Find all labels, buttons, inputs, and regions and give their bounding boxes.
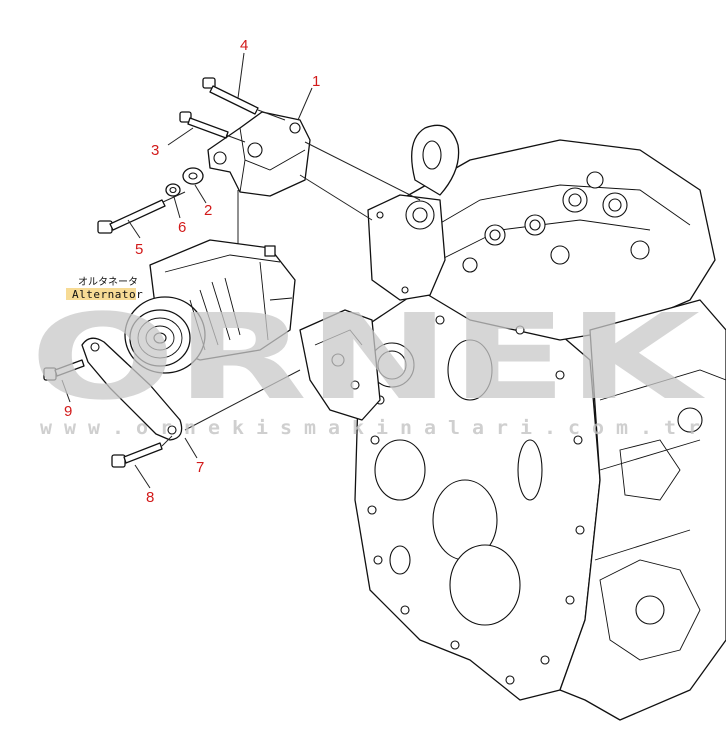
- alternator-label-highlight: [66, 288, 136, 300]
- bolt-part-9: [43, 359, 85, 381]
- bolt-part-4: [202, 77, 286, 121]
- callout-8: 8: [146, 489, 154, 506]
- bolt-part-5: [97, 191, 186, 234]
- watermark: ORNEK w w w . o r n e k i s m a k i n a …: [30, 288, 707, 439]
- bolt-part-3: [179, 111, 246, 143]
- thermostat-housing: [367, 194, 446, 301]
- front-plate-holes: [367, 315, 585, 685]
- alternator-label-english: Alternator: [72, 288, 143, 301]
- head-bosses: [462, 171, 650, 273]
- watermark-logo: ORNEK: [30, 288, 707, 426]
- callout-2: 2: [204, 202, 212, 219]
- adjusting-strap-part-7: [81, 337, 183, 441]
- callout-9: 9: [64, 403, 72, 420]
- alternator-label: オルタネータ Alternator: [66, 276, 143, 301]
- callout-3: 3: [151, 142, 159, 159]
- callout-5: 5: [135, 241, 143, 258]
- callouts: 1 2 3 4 5 6 7 8 9: [64, 37, 320, 506]
- callout-1: 1: [312, 73, 320, 90]
- bolt-part-8: [111, 435, 173, 468]
- alternator-label-japanese: オルタネータ: [78, 276, 138, 288]
- engine-block: [354, 124, 726, 721]
- watermark-url: w w w . o r n e k i s m a k i n a l a r …: [40, 417, 700, 439]
- mounting-bracket-part-1: [207, 111, 421, 245]
- alternator: [124, 239, 296, 374]
- callout-6: 6: [178, 219, 186, 236]
- bushing-part-2: [182, 167, 204, 185]
- callout-leaders: [61, 52, 313, 489]
- lifting-eye: [411, 124, 460, 196]
- callout-4: 4: [240, 37, 248, 54]
- front-support-bracket: [184, 309, 381, 431]
- callout-7: 7: [196, 459, 204, 476]
- washer-part-6: [165, 183, 181, 197]
